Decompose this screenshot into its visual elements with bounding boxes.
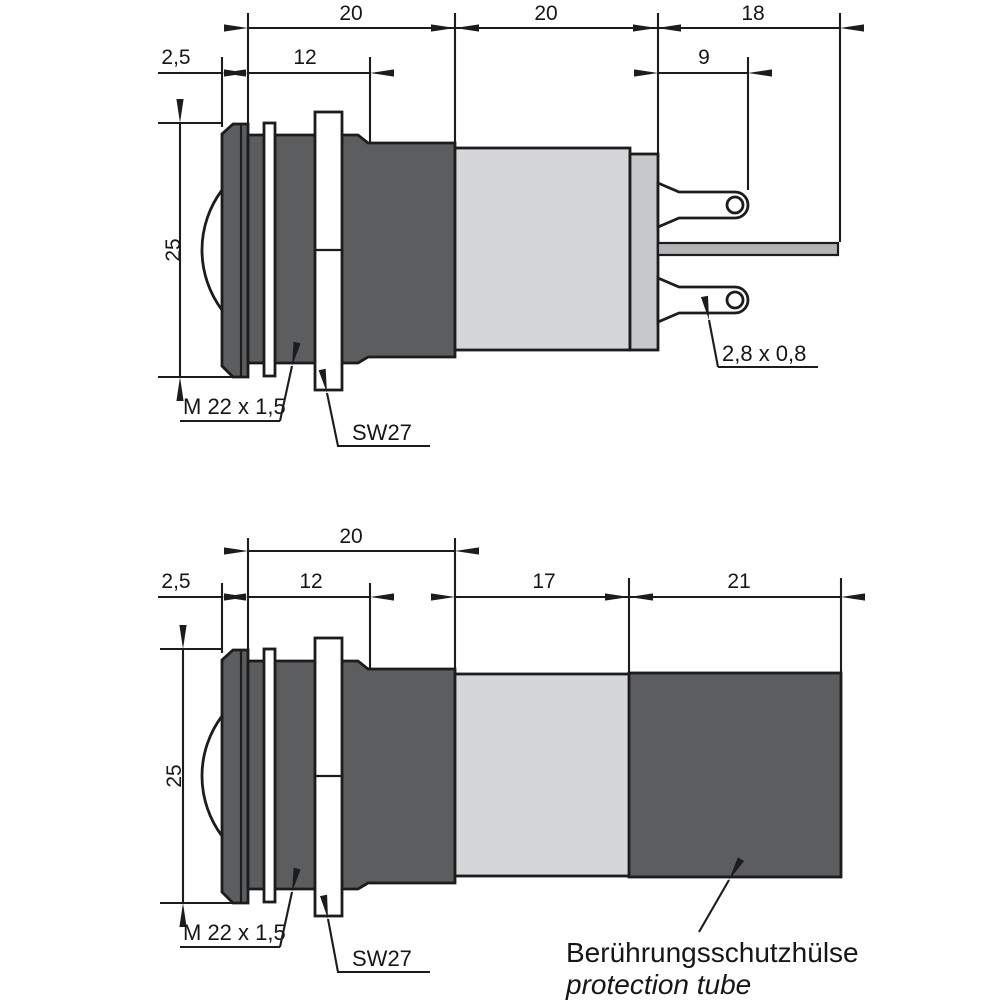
top-view: 20 20 18 2,5 12 9 25 M 22 x 1,5 SW27 2,8… — [158, 2, 864, 448]
wrench-label: SW27 — [352, 946, 412, 971]
terminal-hole-upper — [725, 195, 745, 215]
dim-text-20-thread-section: 20 — [339, 2, 362, 25]
dim-text-25-diameter: 25 — [162, 238, 185, 261]
solder-terminal-upper — [656, 180, 750, 230]
wrench-callout: SW27 — [318, 368, 430, 448]
protection-tube-leader-arrow — [698, 857, 745, 933]
dim-text-18: 18 — [741, 2, 764, 25]
lens-dome-arc — [200, 189, 224, 311]
dim-text-17: 17 — [532, 570, 555, 593]
thread-callout: M 22 x 1,5 — [180, 867, 301, 949]
housing — [453, 146, 632, 352]
wrench-callout: SW27 — [320, 894, 430, 974]
protection-tube-label-de: Berührungsschutzhülse — [566, 937, 859, 968]
thread-label: M 22 x 1,5 — [183, 394, 286, 419]
dim-text-12: 12 — [299, 570, 322, 593]
center-terminal-pin — [656, 241, 840, 257]
end-cap — [628, 152, 660, 352]
bottom-view: 20 2,5 12 17 21 25 M 22 x 1,5 SW27 Berüh… — [158, 525, 865, 1000]
protection-tube-callout: Berührungsschutzhülse protection tube — [565, 857, 859, 1000]
housing — [453, 672, 632, 878]
terminal-hole-lower — [725, 290, 745, 310]
threaded-barrel — [246, 659, 457, 891]
lens-dome-arc — [200, 715, 224, 837]
terminal-leader-arrow — [700, 295, 720, 368]
dim-text-12: 12 — [293, 46, 316, 69]
dim-text-20-housing: 20 — [534, 2, 557, 25]
thread-leader-arrow — [278, 867, 301, 948]
washer — [262, 121, 277, 378]
thread-label: M 22 x 1,5 — [183, 920, 286, 945]
lamp-body — [200, 636, 632, 918]
dim-text-2-5: 2,5 — [161, 46, 190, 69]
wrench-leader-arrow — [318, 368, 340, 447]
protection-tube — [627, 671, 843, 879]
dimension-lines — [158, 547, 865, 927]
lamp-body — [200, 110, 632, 392]
dim-text-9: 9 — [698, 46, 710, 69]
terminal-size-callout: 2,8 x 0,8 — [700, 295, 818, 369]
washer — [262, 647, 277, 904]
bezel — [220, 122, 250, 379]
dimension-lines — [158, 24, 864, 401]
wrench-label: SW27 — [352, 420, 412, 445]
dim-text-21: 21 — [727, 570, 750, 593]
threaded-barrel — [246, 133, 457, 365]
dim-text-25-diameter: 25 — [163, 764, 186, 787]
wrench-leader-arrow — [320, 894, 340, 973]
thread-leader-arrow — [278, 341, 301, 422]
bezel — [220, 648, 250, 905]
dim-text-20: 20 — [339, 525, 362, 548]
terminal-size-label: 2,8 x 0,8 — [722, 341, 806, 366]
dim-text-2-5: 2,5 — [161, 570, 190, 593]
protection-tube-label-en: protection tube — [565, 969, 751, 1000]
thread-callout: M 22 x 1,5 — [180, 341, 301, 423]
